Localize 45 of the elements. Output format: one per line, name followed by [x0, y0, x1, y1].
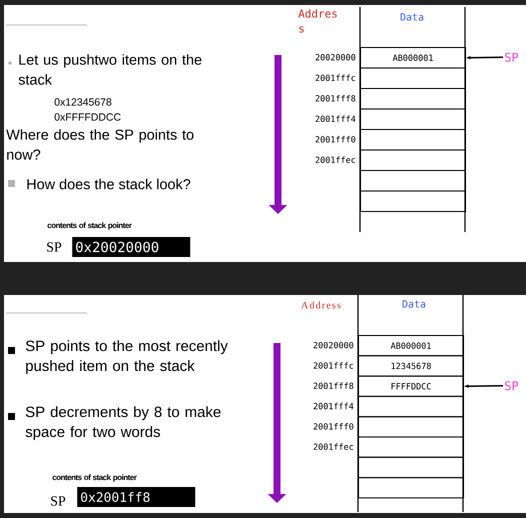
stack-cell: [360, 108, 466, 130]
address-label: 2001fff8: [316, 94, 356, 102]
address-label: 2001fff4: [316, 115, 356, 122]
stack-cell: [358, 396, 464, 418]
stack-cell: 12345678: [358, 355, 464, 377]
stack-cell: [360, 190, 466, 212]
stack-cell: [360, 150, 466, 171]
column-header: Data: [400, 13, 424, 21]
bullet-text: How does the stack look?: [27, 178, 190, 190]
column-header: Addres s: [298, 9, 337, 33]
stack-cell: [358, 436, 464, 458]
address-label: 2001ffec: [314, 443, 354, 450]
stack-cell: [358, 477, 464, 498]
address-label: 2001fff0: [314, 423, 354, 430]
bullet-text: Let us pushtwo items on the stack: [18, 54, 202, 85]
pointer-label: SP: [505, 52, 518, 62]
bullet-text: SP points to the most recently pushed item on the stack: [26, 340, 228, 374]
question-text: Where does the SP points to now?: [6, 129, 194, 160]
stack-cell: AB000001: [358, 335, 464, 356]
address-label: 2001fffc: [314, 362, 354, 369]
stack-cell: [360, 129, 466, 150]
column-header: Data: [402, 300, 426, 308]
address-label: 20020000: [314, 342, 354, 348]
address-label: 2001fff4: [314, 402, 354, 410]
register-name: SP: [51, 496, 66, 506]
pointer-label: SP: [505, 381, 518, 390]
stack-cell: [358, 416, 464, 438]
stack-cell: [360, 68, 466, 89]
column-header: Address: [301, 301, 341, 308]
address-label: 2001fffc: [316, 74, 356, 82]
address-label: 2001ffec: [316, 156, 356, 164]
value-text: 0xFFFFDDCC: [54, 113, 121, 121]
value-box: 0x2001ff8: [77, 487, 196, 507]
address-label: 2001fff0: [316, 136, 356, 143]
register-name: SP: [47, 242, 62, 252]
value-text: 0x12345678: [54, 98, 112, 106]
stack-cell: FFFFDDCC: [358, 376, 464, 397]
address-label: 2001fff8: [314, 382, 354, 390]
stack-cell: AB000001: [360, 47, 466, 68]
stack-cell: [358, 456, 464, 478]
stack-cell: [360, 170, 466, 192]
value-box: 0x20020000: [72, 237, 190, 257]
address-label: 20020000: [316, 54, 356, 60]
bullet-text: SP decrements by 8 to make space for two words: [26, 406, 221, 440]
stack-cell: [360, 88, 466, 110]
